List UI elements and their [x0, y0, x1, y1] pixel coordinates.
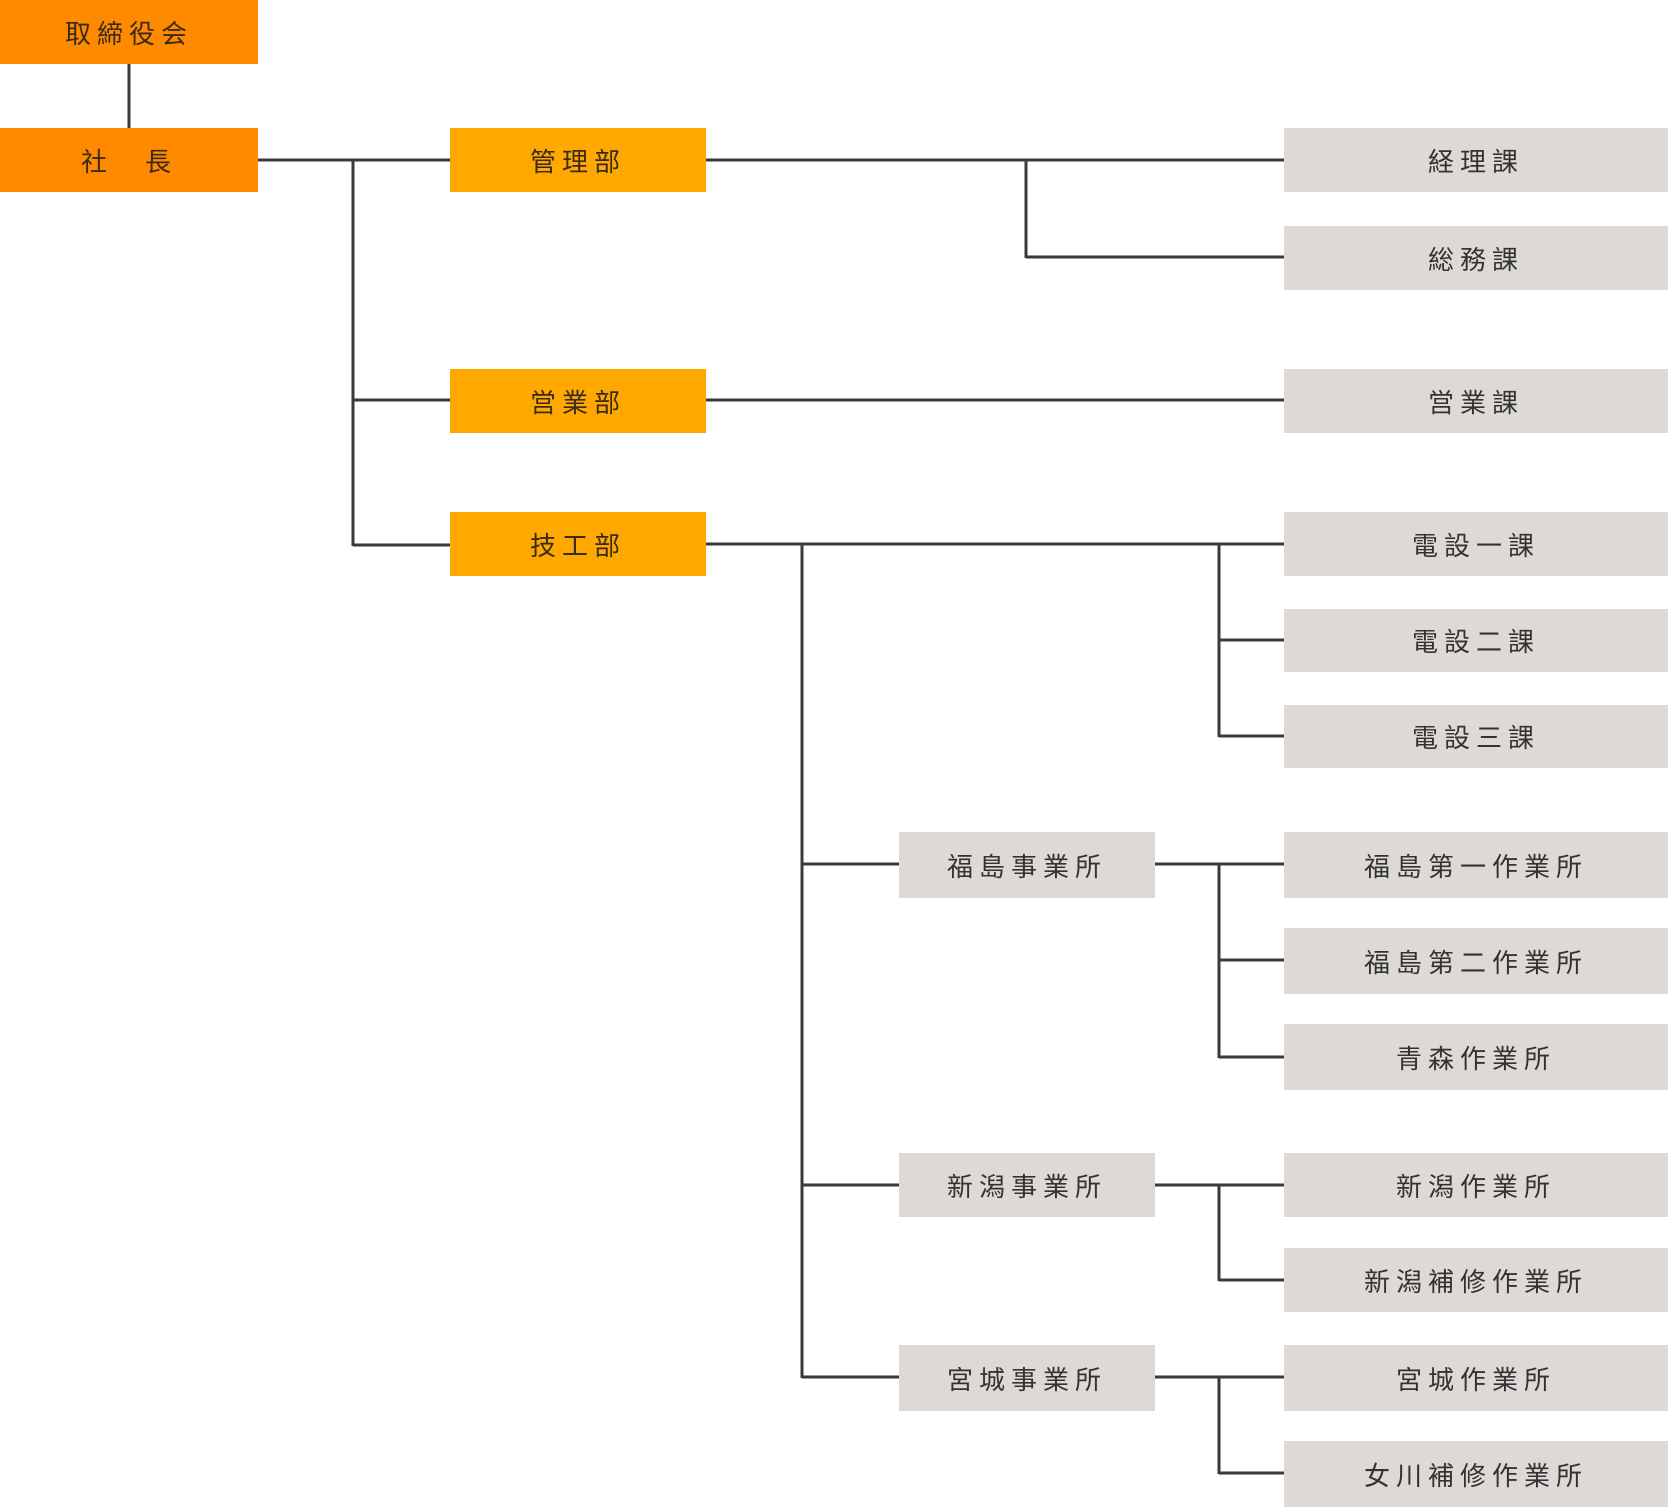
- niigata-office-node: 新潟事業所: [899, 1153, 1155, 1217]
- fukushima1-work-node: 福島第一作業所: [1284, 832, 1668, 898]
- densetsu1-section-node: 電設一課: [1284, 512, 1668, 576]
- densetsu3-section-node: 電設三課: [1284, 705, 1668, 768]
- densetsu2-section-node: 電設二課: [1284, 609, 1668, 672]
- giko-department-node: 技工部: [450, 512, 706, 576]
- kanri-department-node: 管理部: [450, 128, 706, 192]
- niigata-repair-work-node: 新潟補修作業所: [1284, 1248, 1668, 1312]
- onagawa-repair-work-node: 女川補修作業所: [1284, 1441, 1668, 1507]
- niigata-work-node: 新潟作業所: [1284, 1153, 1668, 1217]
- somu-section-node: 総務課: [1284, 226, 1668, 290]
- miyagi-office-node: 宮城事業所: [899, 1345, 1155, 1411]
- fukushima2-work-node: 福島第二作業所: [1284, 928, 1668, 994]
- board-node: 取締役会: [0, 0, 258, 64]
- president-node: 社 長: [0, 128, 258, 192]
- eigyo-department-node: 営業部: [450, 369, 706, 433]
- miyagi-work-node: 宮城作業所: [1284, 1345, 1668, 1411]
- aomori-work-node: 青森作業所: [1284, 1024, 1668, 1090]
- eigyo-section-node: 営業課: [1284, 369, 1668, 433]
- keiri-section-node: 経理課: [1284, 128, 1668, 192]
- fukushima-office-node: 福島事業所: [899, 832, 1155, 898]
